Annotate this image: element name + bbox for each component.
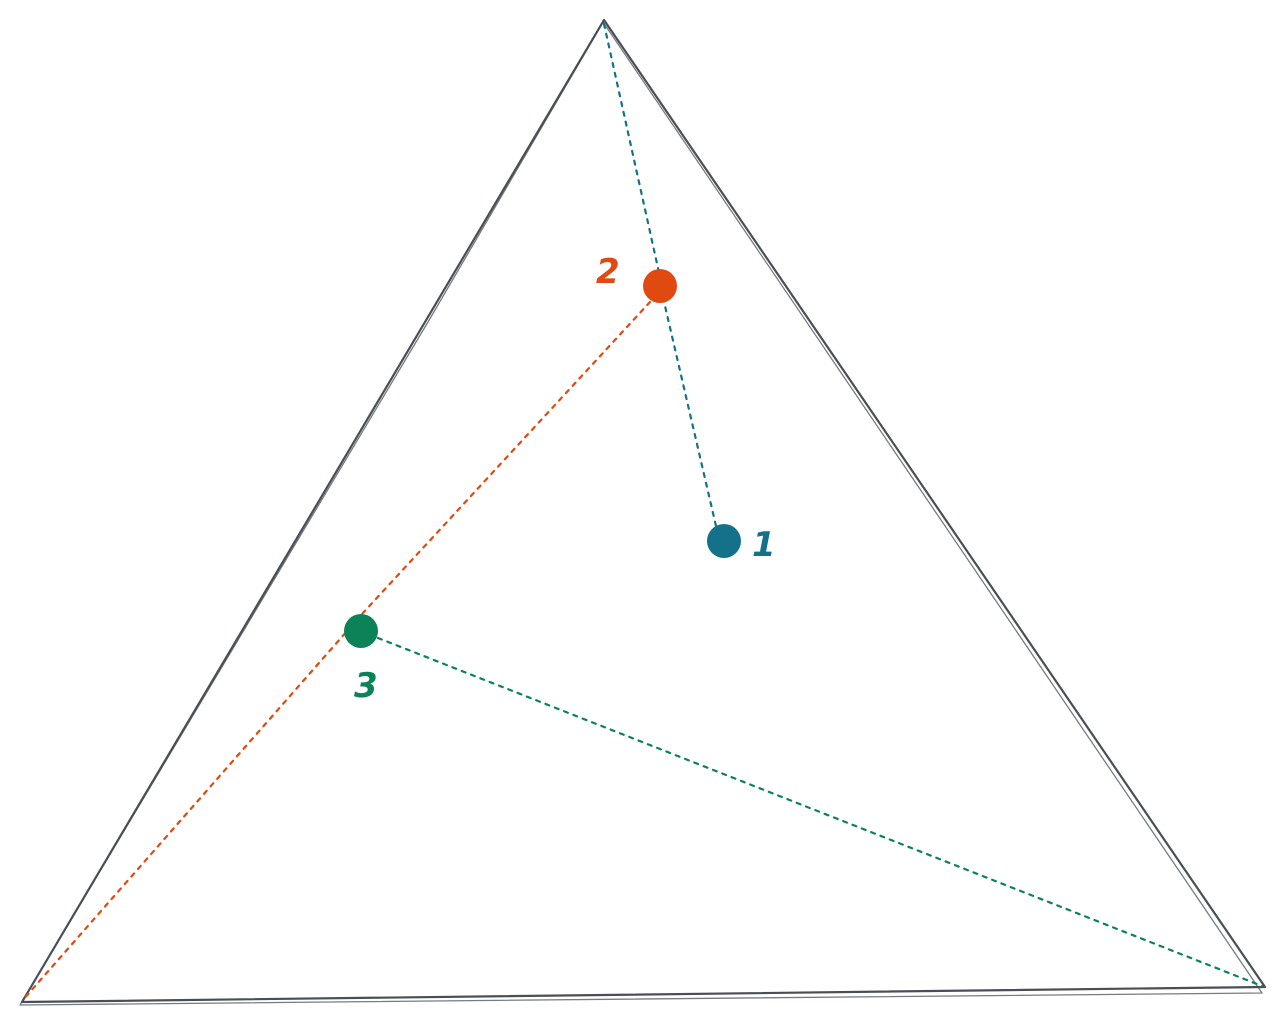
labels: 1 2 3	[354, 252, 776, 706]
point-3-label: 3	[354, 666, 378, 706]
points	[344, 269, 741, 648]
point-2[interactable]	[643, 269, 677, 303]
connector-point-2-to-bottom-left-vertex	[20, 300, 652, 1003]
point-3[interactable]	[344, 614, 378, 648]
point-1[interactable]	[707, 524, 741, 558]
point-2-label: 2	[596, 252, 620, 292]
connectors	[20, 22, 1264, 1003]
triangle-outline	[20, 18, 1267, 1004]
triangle-outline-sketch	[19, 21, 1263, 1006]
point-1-label: 1	[752, 525, 776, 565]
connector-point-3-to-bottom-right-vertex	[376, 636, 1264, 988]
triangle	[19, 18, 1267, 1006]
